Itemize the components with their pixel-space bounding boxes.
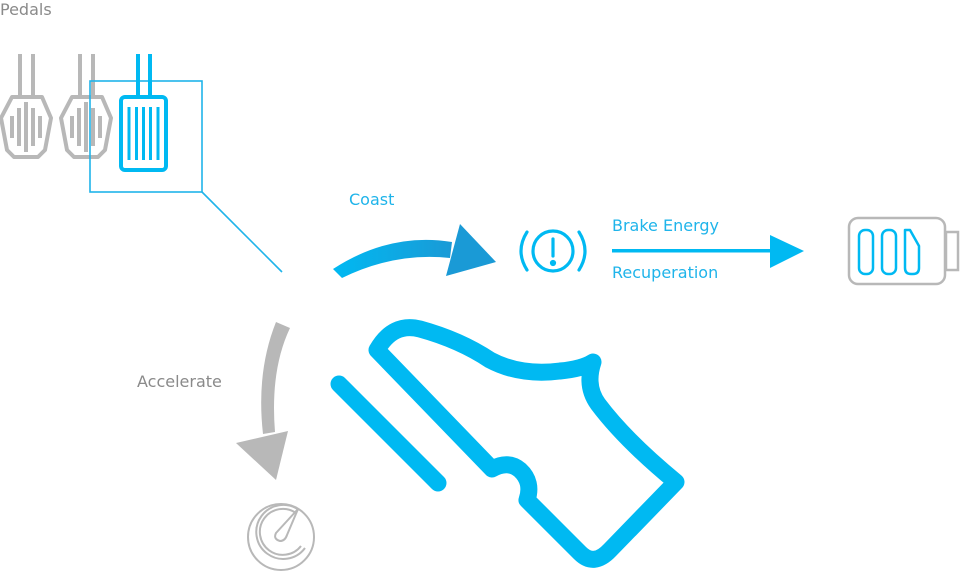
brake-warning-icon [519,229,587,273]
diagram-title: Pedals [0,0,52,19]
recuperation-arrow [612,235,804,268]
brake-energy-label: Brake Energy [612,216,719,235]
coast-arrow [333,224,496,278]
accelerate-arrow [236,322,290,480]
accelerator-pedal-icon [119,54,168,172]
coast-label: Coast [349,190,395,209]
pedal-highlight-box [89,80,283,273]
motion-line [330,375,447,492]
connector-line [201,191,283,273]
speedometer-icon [247,503,315,571]
recuperation-label: Recuperation [612,263,719,282]
brake-pedal-icon [59,54,113,159]
battery-charge-cells [857,228,921,276]
accelerate-label: Accelerate [137,372,222,391]
shoe-icon [330,319,685,568]
battery-icon [847,216,960,286]
clutch-pedal-icon [0,54,53,159]
